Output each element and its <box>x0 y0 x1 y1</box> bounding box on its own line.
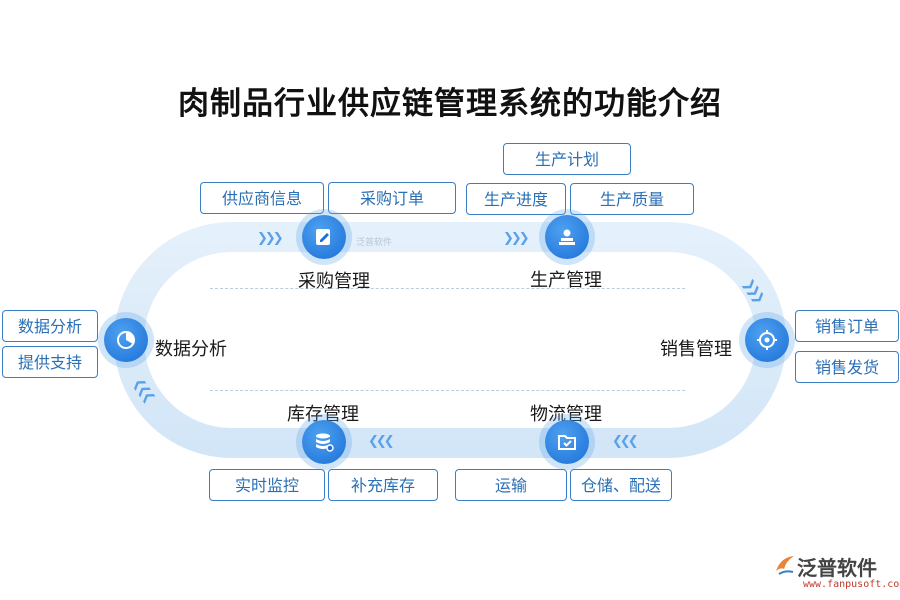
logistics-node <box>545 420 589 464</box>
brand-name: 泛普软件 <box>797 556 877 580</box>
sales-node <box>745 318 789 362</box>
tag-data-analysis: 数据分析 <box>2 310 98 342</box>
tag-production-progress: 生产进度 <box>466 183 566 215</box>
tag-replenish-stock: 补充库存 <box>328 469 438 501</box>
arrow-bottom-right: ❮❮❮ <box>612 434 639 449</box>
tag-production-quality: 生产质量 <box>570 183 694 215</box>
worker-icon <box>559 229 575 245</box>
arrow-bottom-mid: ❮❮❮ <box>368 434 395 449</box>
divider-top <box>210 288 685 289</box>
arrow-top-left: ❯❯❯ <box>257 231 284 246</box>
tag-sales-order: 销售订单 <box>795 310 899 342</box>
tag-storage-delivery: 仓储、配送 <box>570 469 672 501</box>
inventory-node <box>302 420 346 464</box>
edit-icon <box>316 229 330 245</box>
inventory-label: 库存管理 <box>287 404 359 425</box>
tag-provide-support: 提供支持 <box>2 346 98 378</box>
pie-chart-icon <box>117 331 135 349</box>
tag-purchase-order: 采购订单 <box>328 182 456 214</box>
folder-check-icon <box>558 435 576 450</box>
arrow-top-mid: ❯❯❯ <box>503 231 530 246</box>
analysis-node <box>104 318 148 362</box>
tag-realtime-monitoring: 实时监控 <box>209 469 325 501</box>
divider-bottom <box>210 390 685 391</box>
database-icon <box>316 433 334 452</box>
analysis-label: 数据分析 <box>155 339 227 360</box>
fanpu-logo-icon <box>776 556 794 575</box>
tag-supplier-info: 供应商信息 <box>200 182 324 214</box>
tag-sales-delivery: 销售发货 <box>795 351 899 383</box>
procurement-node <box>302 215 346 259</box>
watermark-small: 泛普软件 <box>356 238 393 248</box>
brand-url: www.fanpusoft.com <box>803 579 900 590</box>
tag-production-plan: 生产计划 <box>503 143 631 175</box>
loop-track <box>114 222 786 458</box>
tag-transport: 运输 <box>455 469 567 501</box>
target-icon <box>757 330 777 350</box>
production-label: 生产管理 <box>530 270 602 291</box>
page-title: 肉制品行业供应链管理系统的功能介绍 <box>178 86 722 122</box>
procurement-label: 采购管理 <box>298 271 370 292</box>
sales-label: 销售管理 <box>660 339 732 360</box>
production-node <box>545 215 589 259</box>
logistics-label: 物流管理 <box>530 404 602 425</box>
